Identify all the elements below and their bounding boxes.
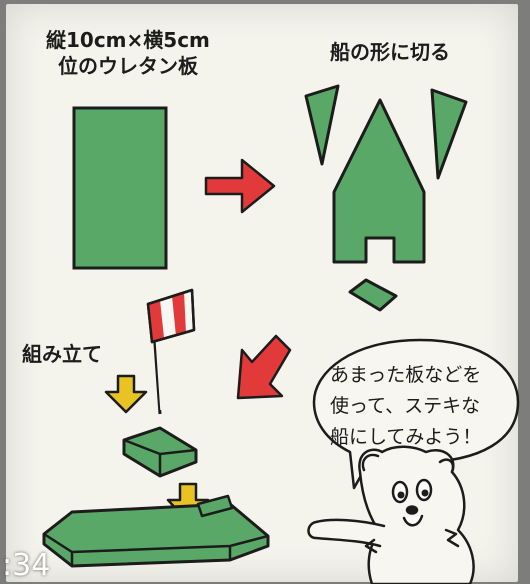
boat-shape-hull <box>332 98 426 264</box>
board-size-label: 縦10cm×横5cm <box>46 28 210 52</box>
video-timestamp: :34 <box>2 548 51 583</box>
side-offcut-left <box>304 84 340 166</box>
deck-block <box>122 426 198 478</box>
assembled-boat-base <box>42 502 270 568</box>
speech-line-2: 使って、ステキな <box>330 395 481 417</box>
leftover-piece <box>348 278 398 312</box>
yellow-arrow-down-icon <box>104 374 148 414</box>
speech-bubble-text: あまった板などを 使って、ステキな 船にしてみよう！ <box>330 360 515 453</box>
urethane-board <box>72 106 168 270</box>
red-arrow-down-left-icon <box>236 334 292 400</box>
mascot-character <box>307 445 475 584</box>
assemble-step-title: 組み立て <box>22 342 102 366</box>
cut-step-title: 船の形に切る <box>330 40 450 64</box>
board-material-label: 位のウレタン板 <box>58 54 198 78</box>
speech-line-1: あまった板などを <box>330 364 482 386</box>
assembled-deck-block <box>196 494 234 518</box>
red-arrow-right-icon <box>204 158 276 214</box>
speech-line-3: 船にしてみよう！ <box>330 426 482 448</box>
side-offcut-right <box>430 88 468 180</box>
